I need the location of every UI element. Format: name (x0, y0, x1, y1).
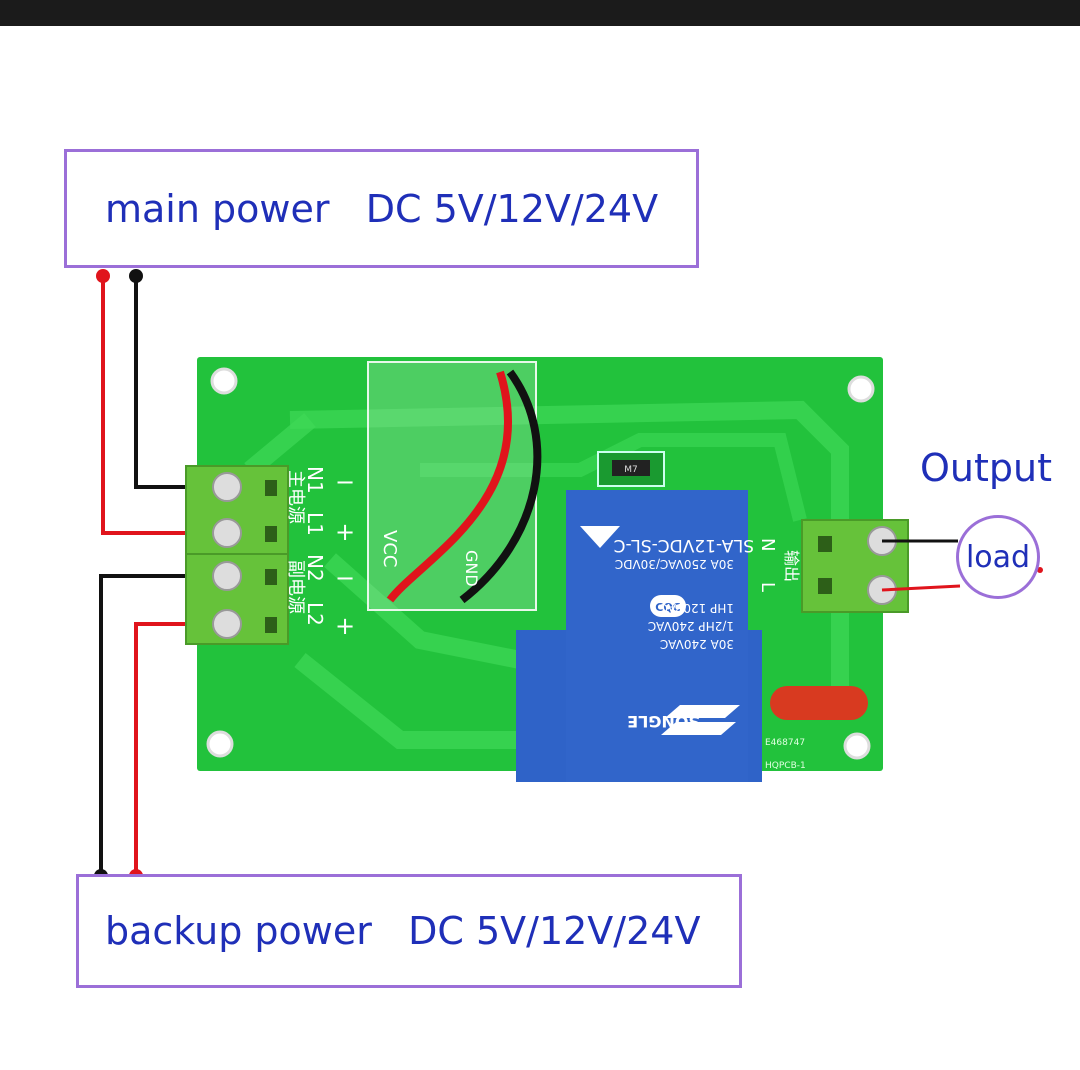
relay-logo-stripe (665, 705, 740, 718)
main-power-wires (96, 269, 208, 535)
screw-n1 (212, 472, 242, 502)
relay-rating-1: 30A 240VAC (660, 637, 734, 651)
wire-holder (367, 361, 537, 611)
out-label-n: N (757, 538, 778, 551)
backup-red-wire (134, 622, 208, 875)
label-minus-2: − (335, 564, 355, 592)
relay-warning-icon (580, 526, 620, 548)
label-backup-cn: 副电源 (285, 560, 306, 614)
relay-cert: CQC (655, 601, 681, 614)
pcb-mark-2: HQPCB-1 (765, 761, 806, 771)
load-label: load (965, 539, 1031, 575)
output-terminal-block (801, 519, 909, 613)
relay-cert-badge (650, 595, 686, 617)
main-black-dot (129, 269, 143, 283)
relay-logo-stripe (661, 722, 736, 735)
backup-black-wire (99, 574, 208, 875)
relay-rating-3: 1HP 120VAC (660, 601, 734, 615)
vcc-label: VCC (379, 530, 400, 567)
pcb-mark-1: E468747 (765, 738, 805, 748)
output-label: Output (920, 446, 1052, 490)
label-n2: N2 (303, 554, 327, 582)
screw-l1 (212, 518, 242, 548)
capacitor (770, 686, 868, 720)
diode-body (612, 460, 650, 476)
backup-power-box: backup power DC 5V/12V/24V (76, 874, 742, 988)
relay-rating-4: 30A 250VAC/30VDC (615, 557, 734, 571)
main-red-wire (101, 276, 208, 535)
screw-l2 (212, 609, 242, 639)
mount-hole (847, 375, 875, 403)
input-terminal-block (185, 465, 289, 645)
top-bar (0, 0, 1080, 26)
load-circle: load (956, 515, 1040, 599)
gnd-label: GND (462, 550, 481, 587)
mount-hole (206, 730, 234, 758)
mount-hole (843, 732, 871, 760)
internal-wires (386, 369, 542, 604)
label-l1: L1 (303, 512, 327, 536)
mount-hole (210, 367, 238, 395)
out-label-cn: 输出 (782, 550, 801, 582)
screw-n2 (212, 561, 242, 591)
label-plus-1: + (335, 518, 355, 546)
label-main-cn: 主电源 (285, 470, 306, 524)
out-label-l: L (757, 582, 778, 592)
label-n1: N1 (303, 466, 327, 494)
relay: CQC 30A 240VAC 1/2HP 240VAC 1HP 120VAC 3… (516, 490, 762, 782)
backup-power-label: backup power DC 5V/12V/24V (105, 909, 701, 953)
relay-model: SLA-12VDC-SL-C (614, 535, 754, 555)
label-minus-1: − (335, 468, 355, 496)
main-black-wire (134, 276, 208, 489)
main-power-label: main power DC 5V/12V/24V (105, 186, 659, 231)
label-plus-2: + (335, 612, 355, 640)
relay-rating-2: 1/2HP 240VAC (648, 619, 734, 633)
main-power-box: main power DC 5V/12V/24V (64, 149, 699, 268)
diode-label: M7 (624, 465, 638, 475)
main-red-dot (96, 269, 110, 283)
label-l2: L2 (303, 602, 327, 626)
output-wires (881, 539, 1043, 592)
